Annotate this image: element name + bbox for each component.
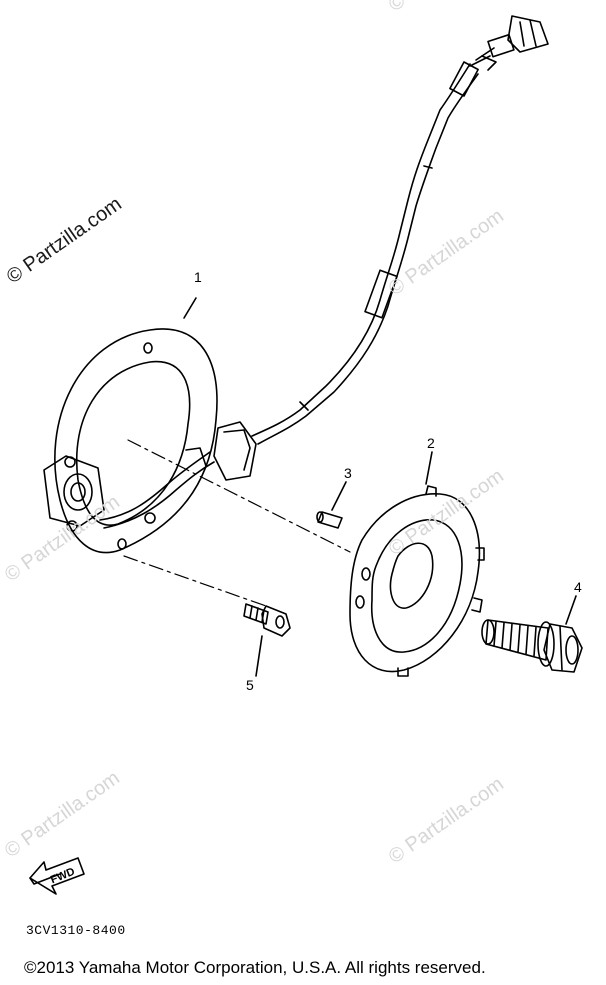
fwd-label: FWD [49,866,77,887]
wire-grommet [213,421,257,481]
part-3-dowel-pin [316,511,343,529]
diagram-code: 3CV1310-8400 [26,923,126,938]
wire-harness [251,61,479,445]
copyright-notice: ©2013 Yamaha Motor Corporation, U.S.A. A… [24,958,486,977]
part-2-plate [349,485,485,677]
callout-2: 2 [427,435,435,451]
callout-5: 5 [246,677,254,693]
callout-3: 3 [344,465,352,481]
part-4-flange-bolt [481,619,583,673]
callout-1: 1 [194,269,202,285]
callout-4: 4 [574,579,582,595]
wire-connector-icon [469,15,549,71]
fwd-arrow-icon [29,857,85,895]
part-5-small-bolt [243,603,291,637]
part-1-pickup-coil [43,328,218,554]
